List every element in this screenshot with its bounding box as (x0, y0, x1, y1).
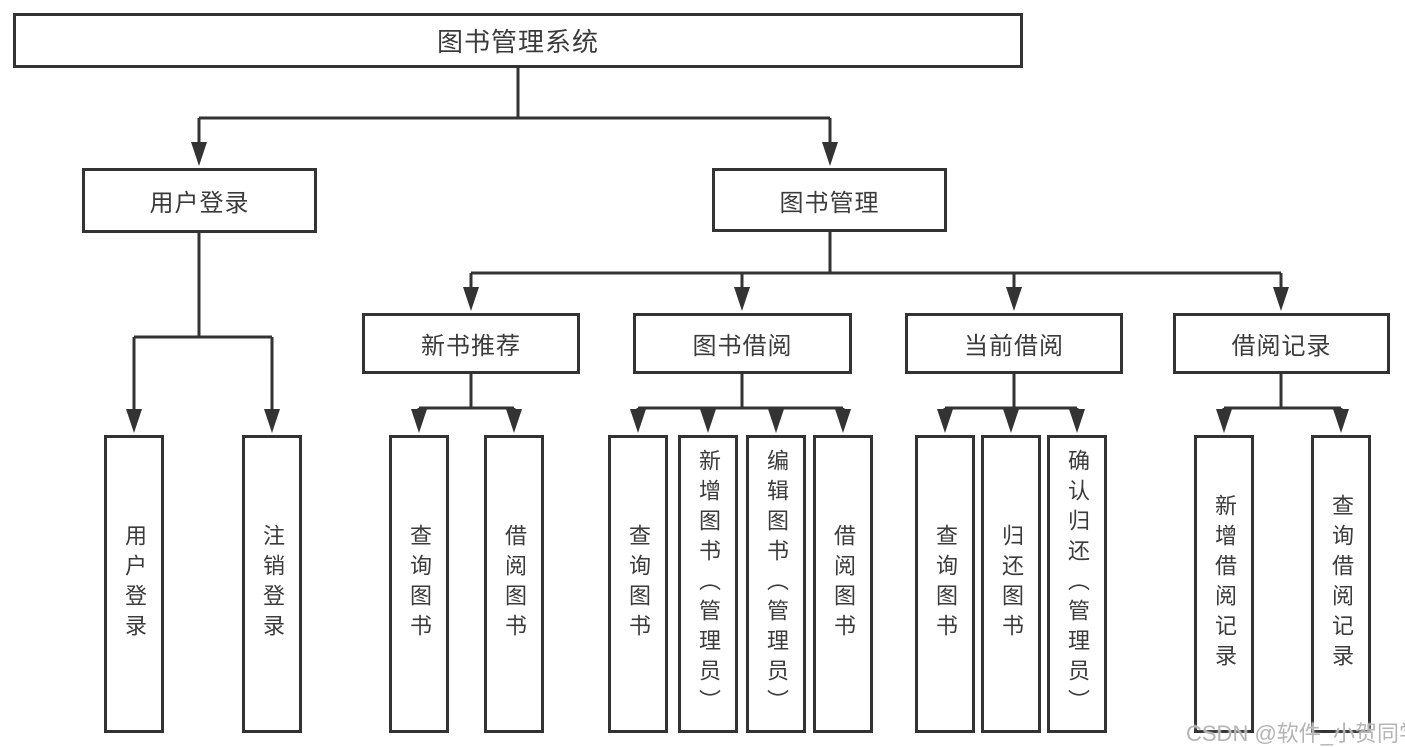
leaf-recommend-query-books: 查询图书 (389, 435, 449, 733)
leaf-return-books: 归还图书 (981, 435, 1041, 733)
leaf-query-borrow-record: 查询借阅记录 (1311, 435, 1371, 733)
csdn-watermark: CSDN @软件_小贺同学 (1186, 721, 1405, 746)
node-book-management: 图书管理 (712, 168, 947, 232)
leaf-recommend-borrow-books: 借阅图书 (484, 435, 544, 733)
node-new-book-recommend: 新书推荐 (362, 313, 580, 374)
leaf-edit-books-admin: 编辑图书（管理员） (746, 435, 806, 733)
leaf-borrow-query-books: 查询图书 (608, 435, 668, 733)
leaf-current-query-books: 查询图书 (915, 435, 975, 733)
node-current-borrow: 当前借阅 (905, 313, 1123, 374)
node-user-login: 用户登录 (82, 168, 317, 233)
leaf-logout: 注销登录 (242, 435, 302, 733)
leaf-borrow-books: 借阅图书 (813, 435, 873, 733)
leaf-add-borrow-record: 新增借阅记录 (1194, 435, 1254, 733)
arrowheads (126, 142, 1349, 433)
leaf-confirm-return-admin: 确认归还（管理员） (1047, 435, 1107, 733)
node-book-borrow: 图书借阅 (633, 313, 852, 374)
leaf-add-books-admin: 新增图书（管理员） (678, 435, 738, 733)
leaf-user-login: 用户登录 (104, 435, 164, 733)
node-library-management-system: 图书管理系统 (13, 13, 1023, 68)
node-borrow-records: 借阅记录 (1173, 313, 1390, 374)
